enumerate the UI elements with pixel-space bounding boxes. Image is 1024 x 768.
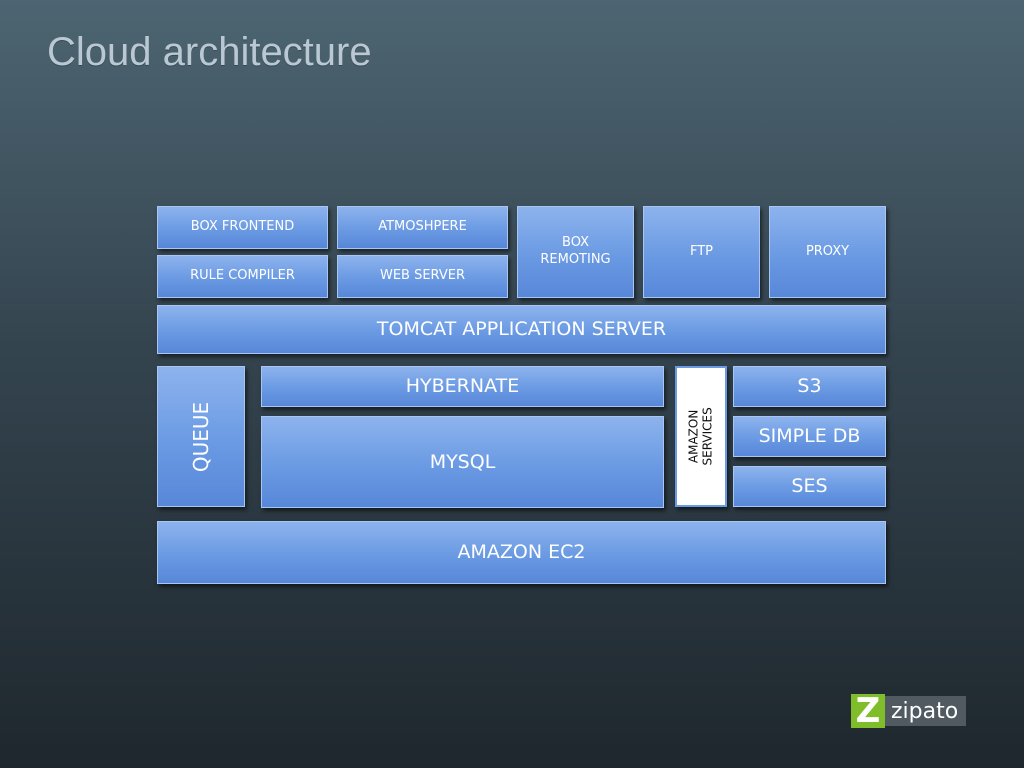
zipato-logo-mark: Z	[851, 694, 885, 728]
s3-block: S3	[733, 366, 886, 407]
ftp-label: FTP	[689, 243, 714, 259]
hybernate-block: HYBERNATE	[261, 366, 664, 407]
web-server-block: WEB SERVER	[337, 255, 508, 298]
box-frontend-block: BOX FRONTEND	[157, 206, 328, 249]
web-server-label: WEB SERVER	[379, 268, 466, 284]
proxy-label: PROXY	[805, 243, 850, 259]
proxy-block: PROXY	[769, 206, 886, 298]
box-remoting-block: BOX REMOTING	[517, 206, 634, 298]
zipato-logo-text: zipato	[885, 696, 967, 726]
ses-block: SES	[733, 466, 886, 507]
amazon-ec2-label: AMAZON EC2	[457, 541, 586, 564]
atmosphere-block: ATMOSHPERE	[337, 206, 508, 249]
slide-title: Cloud architecture	[47, 30, 372, 74]
mysql-block: MYSQL	[261, 416, 664, 508]
amazon-ec2-block: AMAZON EC2	[157, 521, 886, 584]
ftp-block: FTP	[643, 206, 760, 298]
box-remoting-label: BOX REMOTING	[540, 235, 611, 267]
s3-label: S3	[797, 375, 822, 398]
tomcat-label: TOMCAT APPLICATION SERVER	[376, 318, 667, 341]
amazon-services-block: AMAZON SERVICES	[675, 366, 727, 507]
hybernate-label: HYBERNATE	[405, 375, 520, 398]
queue-label: QUEUE	[188, 401, 213, 472]
tomcat-block: TOMCAT APPLICATION SERVER	[157, 305, 886, 354]
rule-compiler-block: RULE COMPILER	[157, 255, 328, 298]
simple-db-label: SIMPLE DB	[758, 425, 861, 448]
box-frontend-label: BOX FRONTEND	[190, 219, 295, 235]
simple-db-block: SIMPLE DB	[733, 416, 886, 457]
mysql-label: MYSQL	[429, 450, 496, 473]
atmosphere-label: ATMOSHPERE	[378, 219, 467, 235]
rule-compiler-label: RULE COMPILER	[190, 268, 295, 284]
queue-block: QUEUE	[157, 366, 245, 507]
zipato-logo: Z zipato	[851, 693, 981, 729]
amazon-services-label: AMAZON SERVICES	[686, 407, 715, 466]
ses-label: SES	[791, 475, 828, 498]
